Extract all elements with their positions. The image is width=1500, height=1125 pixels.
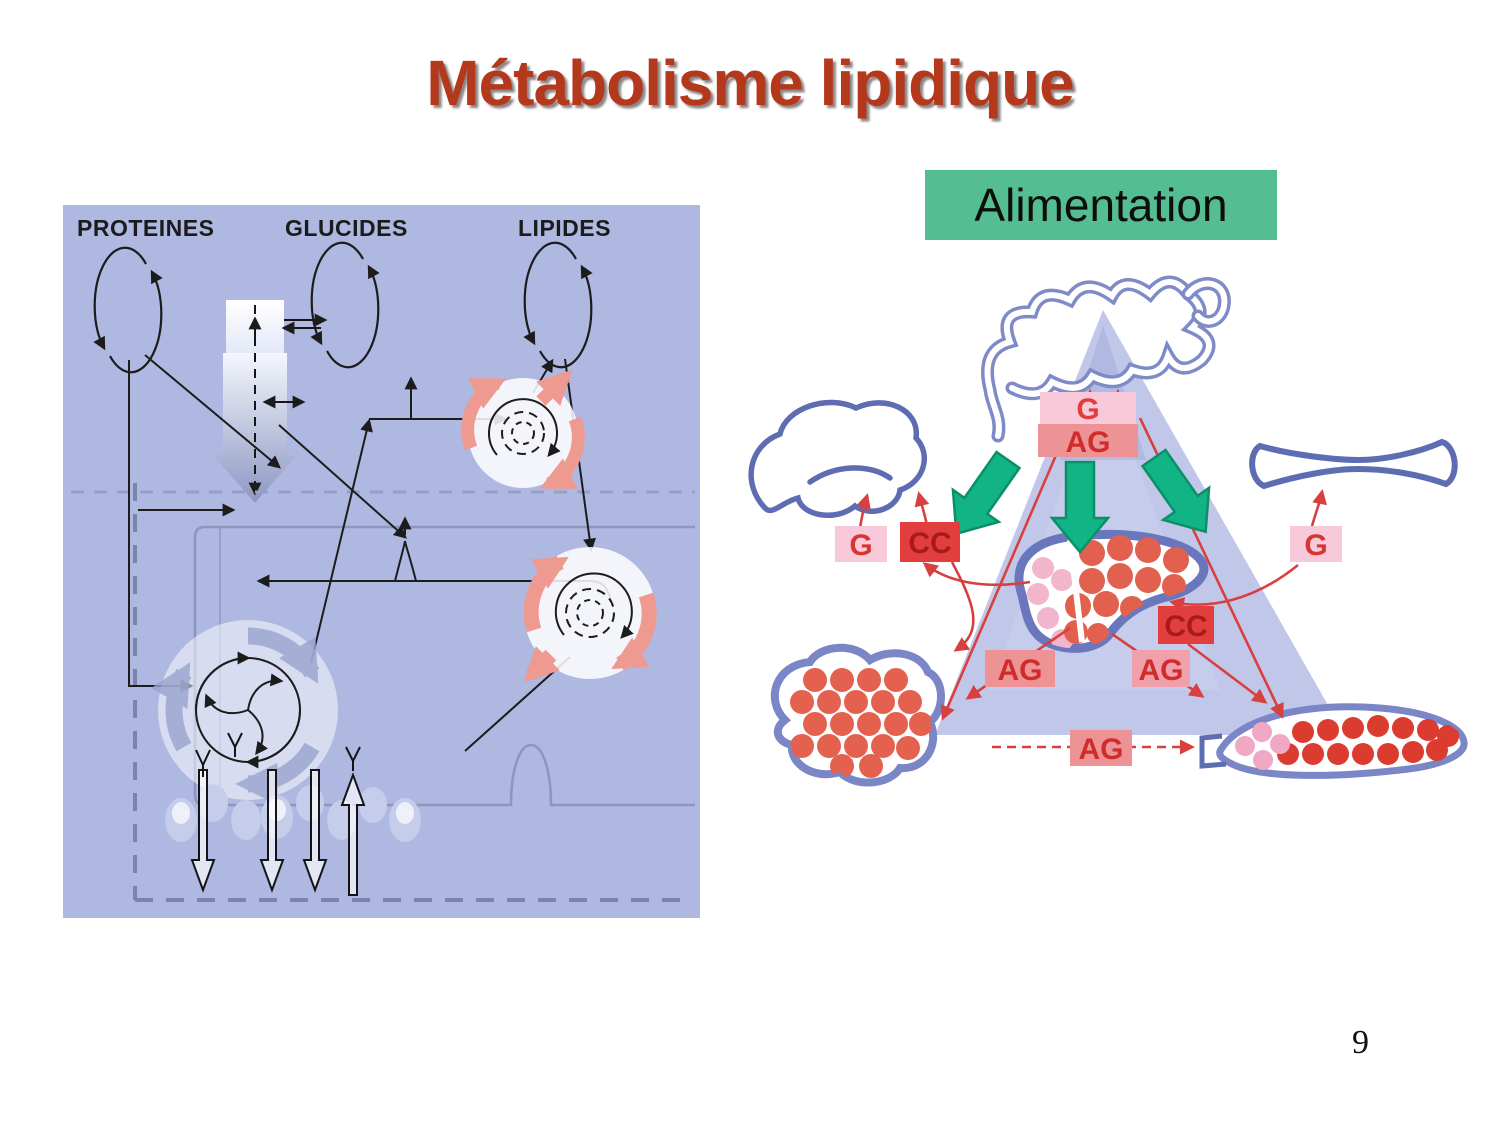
green-arrow-center (1049, 460, 1111, 554)
glucides-cycle-icon (310, 241, 380, 369)
label-proteines: PROTEINES (77, 215, 214, 241)
box-ag-liver-right-label: AG (1139, 654, 1184, 687)
box-g-left (835, 526, 887, 562)
muscle-icon (1199, 703, 1468, 779)
box-ag-liver-right (1132, 650, 1190, 687)
box-g-top (1040, 392, 1136, 424)
glycolysis-dashed-steps (248, 305, 306, 496)
red-blood-cell-icon (1249, 438, 1458, 490)
adipose-tissue-icon (770, 643, 945, 787)
green-arrow-left (951, 450, 1022, 536)
organ-flux-svg: G AG G CC G CC AG AG AG (748, 275, 1468, 787)
alimentation-label: Alimentation (925, 170, 1277, 240)
box-g-right-label: G (1304, 529, 1327, 562)
label-lipides: LIPIDES (518, 215, 611, 241)
pink-cycle-lower (523, 547, 657, 683)
box-ag-liver-left-label: AG (998, 654, 1043, 687)
box-cc-mid-label: CC (1164, 610, 1207, 643)
box-ag-top-label: AG (1066, 426, 1111, 459)
page-title: Métabolisme lipidique (426, 47, 1075, 119)
metabolic-map-svg: PROTEINES GLUCIDES LIPIDES (71, 215, 695, 902)
right-organ-figure: G AG G CC G CC AG AG AG (740, 250, 1480, 890)
cell-membrane-line (193, 525, 695, 807)
box-cc-mid (1158, 606, 1214, 644)
tca-cycle (151, 620, 338, 805)
mitochondria-dashed-border (133, 483, 693, 902)
proteines-cycle-icon (93, 246, 163, 374)
box-ag-liver-left (985, 650, 1055, 687)
box-ag-top (1038, 424, 1138, 457)
metabolite-boxes: G AG G CC G CC AG AG AG (835, 392, 1342, 766)
box-cc-left (900, 522, 960, 562)
equilibrium-arrows (281, 313, 328, 335)
box-cc-left-label: CC (908, 527, 951, 560)
box-ag-bottom-label: AG (1079, 733, 1124, 766)
brain-icon (748, 399, 928, 518)
box-ag-bottom (1070, 730, 1132, 766)
box-g-right (1290, 526, 1342, 562)
pink-cycle-upper (461, 369, 585, 490)
box-g-top-label: G (1076, 393, 1099, 426)
green-arrow-right (1140, 448, 1211, 534)
intestine-icon (981, 275, 1231, 443)
label-glucides: GLUCIDES (285, 215, 408, 241)
membrane-transport-arrows (190, 732, 366, 896)
box-g-left-label: G (849, 529, 872, 562)
left-metabolic-figure: PROTEINES GLUCIDES LIPIDES (63, 205, 700, 918)
green-arrows (951, 448, 1211, 554)
page-number: 9 (1352, 1024, 1369, 1061)
lipides-cycle-icon (523, 241, 593, 369)
